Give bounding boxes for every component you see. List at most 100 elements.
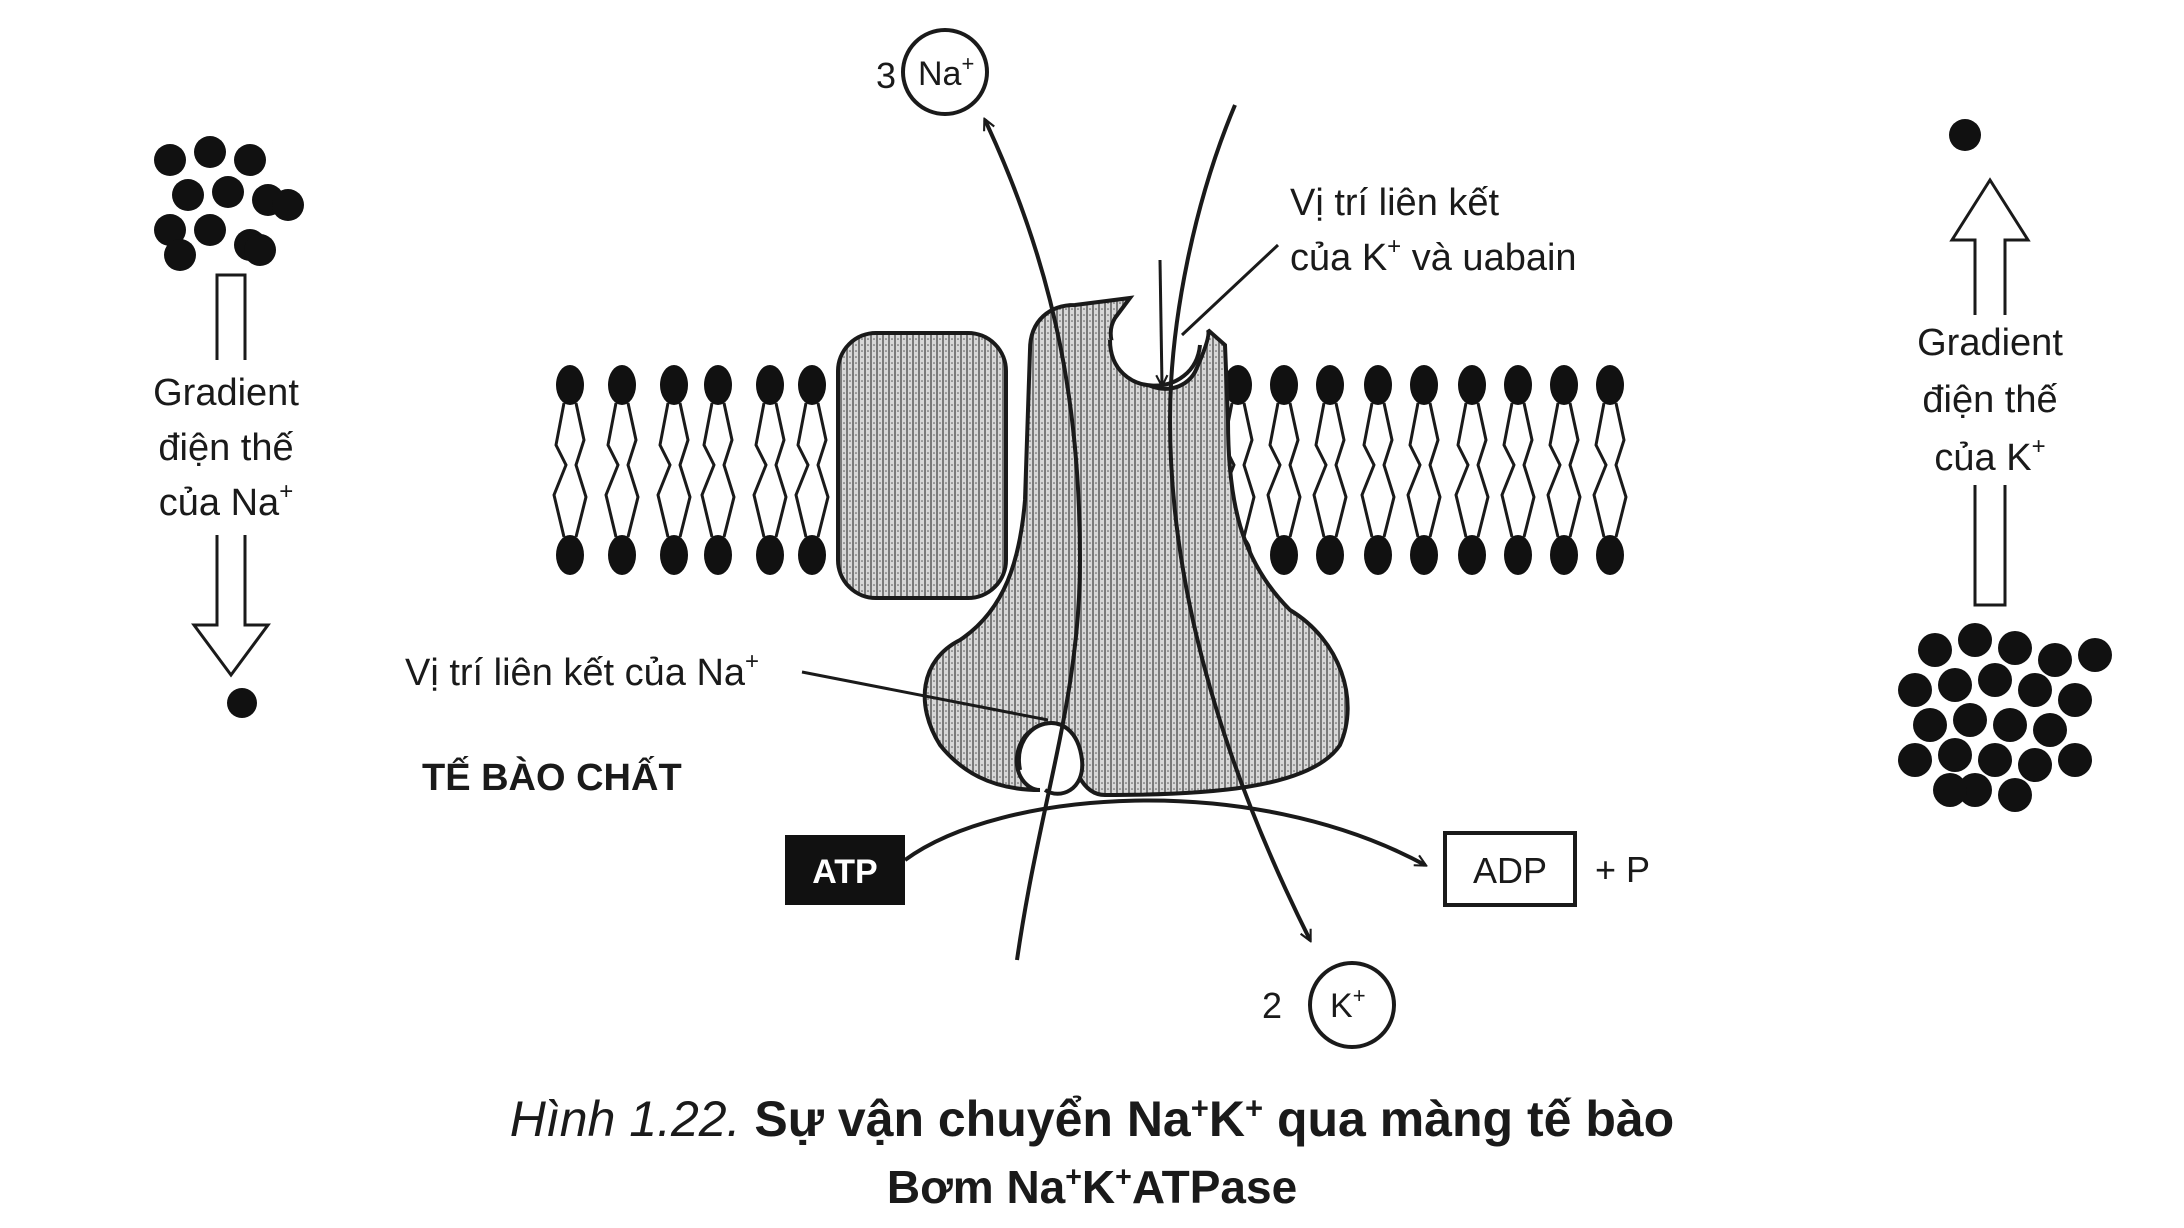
lipid-head (556, 535, 584, 575)
lipid-tail (1406, 402, 1442, 538)
k-gradient-label-line2: điện thế (1922, 379, 2057, 421)
caption-text-c: qua màng tế bào (1263, 1091, 1675, 1147)
na-gradient-label-line3: của Na+ (159, 478, 293, 524)
subcaption-text-c: ATPase (1131, 1161, 1298, 1213)
lipid-head (1550, 535, 1578, 575)
cytoplasm-label: TẾ BÀO CHẤT (422, 755, 682, 799)
ion-dot (2033, 713, 2067, 747)
integral-protein (836, 331, 1008, 600)
na-gradient-label-line1: Gradient (153, 372, 299, 414)
na-binding-leader (801, 670, 1049, 722)
lipid-tail (656, 402, 692, 538)
pi-label: + P (1595, 849, 1650, 890)
ion-dot (1938, 738, 1972, 772)
lipid-head (1316, 535, 1344, 575)
k-ion-cluster (1898, 623, 2112, 812)
lipid-head (608, 535, 636, 575)
lipid-head (1316, 365, 1344, 405)
lipid-head (608, 365, 636, 405)
k-ion-label: K+ (1330, 983, 1366, 1025)
subcaption-text-a: Bơm Na (886, 1161, 1066, 1213)
na-ion-single (227, 688, 257, 718)
ion-dot (194, 136, 226, 168)
ion-dot (2018, 673, 2052, 707)
lipid-head (1364, 535, 1392, 575)
ion-dot (154, 144, 186, 176)
na-ion-cluster (154, 136, 304, 271)
lipid-tail (794, 402, 830, 538)
k-gradient-label-line1: Gradient (1917, 322, 2063, 364)
k-count: 2 (1262, 985, 1282, 1026)
k-binding-label-line1: Vị trí liên kết (1290, 182, 1500, 224)
lipid-head (1504, 535, 1532, 575)
ion-dot (244, 234, 276, 266)
k-gradient-label-line3: của K+ (1934, 433, 2045, 479)
lipid-head (1550, 365, 1578, 405)
na-ion-circle (901, 28, 989, 116)
k-binding-label-line2: của K+ và uabain (1290, 233, 1577, 279)
adp-box (1443, 831, 1577, 907)
ion-dot (164, 239, 196, 271)
ion-dot (1958, 773, 1992, 807)
lipid-head (1410, 365, 1438, 405)
lipid-tail (1500, 402, 1536, 538)
subcaption-text-b: K (1081, 1161, 1116, 1213)
lipid-tail (1312, 402, 1348, 538)
lipid-head (1458, 535, 1486, 575)
lipid-tail (1360, 402, 1396, 538)
lipid-head (1364, 365, 1392, 405)
na-count: 3 (876, 55, 896, 96)
lipid-head (704, 365, 732, 405)
ion-dot (1918, 633, 1952, 667)
lipid-bilayer-right (1220, 365, 1628, 575)
ion-dot (1978, 663, 2012, 697)
k-gradient-label-bg (1890, 315, 2090, 485)
lipid-head (660, 535, 688, 575)
lipid-tail (700, 402, 736, 538)
ion-dot (2018, 748, 2052, 782)
lipid-head (704, 535, 732, 575)
ion-dot (2078, 638, 2112, 672)
atp-label: ATP (812, 853, 877, 891)
na-gradient-label-bg (140, 360, 320, 535)
lipid-head (756, 365, 784, 405)
lipid-tail (1592, 402, 1628, 538)
lipid-head (756, 535, 784, 575)
ion-dot (172, 179, 204, 211)
lipid-head (1596, 535, 1624, 575)
ion-dot (1958, 623, 1992, 657)
ion-dot (272, 189, 304, 221)
lipid-tail (1546, 402, 1582, 538)
ion-dot (194, 214, 226, 246)
na-binding-site (1016, 721, 1085, 796)
figure-subcaption: Bơm Na+K+ATPase (0, 1160, 2184, 1214)
caption-sup-1: + (1190, 1090, 1209, 1126)
lipid-head (1270, 535, 1298, 575)
lipid-tail (604, 402, 640, 538)
lipid-tail (1454, 402, 1490, 538)
ion-dot (234, 144, 266, 176)
na-transport-arrow (985, 120, 1083, 961)
ion-dot (1978, 743, 2012, 777)
figure-caption: Hình 1.22. Sự vận chuyển Na+K+ qua màng … (0, 1090, 2184, 1148)
lipid-head (1270, 365, 1298, 405)
ion-dot (1933, 773, 1967, 807)
atp-to-adp-arrow (903, 798, 1425, 865)
lipid-tail (1266, 402, 1302, 538)
lipid-head (1224, 365, 1252, 405)
ion-dot (1998, 778, 2032, 812)
k-ion-single (1949, 119, 1981, 151)
k-binding-site (1108, 339, 1202, 388)
ion-dot (1898, 743, 1932, 777)
ion-dot (1913, 708, 1947, 742)
ion-dot (2058, 743, 2092, 777)
lipid-head (1596, 365, 1624, 405)
ion-dot (154, 214, 186, 246)
lipid-head (1458, 365, 1486, 405)
lipid-head (1504, 365, 1532, 405)
na-binding-label: Vị trí liên kết của Na+ (405, 648, 759, 694)
k-ion-circle (1308, 961, 1396, 1049)
ion-dot (212, 176, 244, 208)
ion-dot (2038, 643, 2072, 677)
